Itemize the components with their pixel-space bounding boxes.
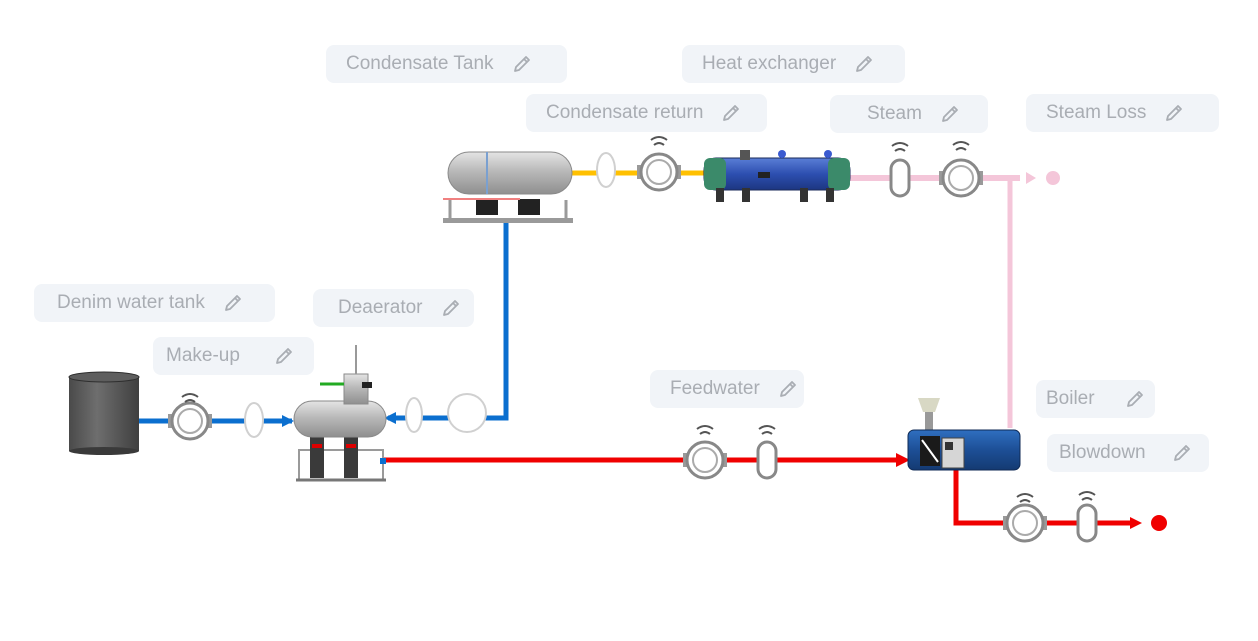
make-up-sight-glass (244, 402, 264, 438)
deaerator[interactable] (293, 345, 387, 482)
pencil-icon[interactable] (721, 103, 741, 123)
condensate-tank[interactable] (443, 151, 573, 223)
label-feedwater-text: Feedwater (670, 378, 760, 399)
pencil-icon[interactable] (854, 54, 874, 74)
pencil-icon[interactable] (778, 379, 798, 399)
blowdown-arrow (1130, 517, 1142, 529)
label-heat-exchanger-text: Heat exchanger (702, 53, 837, 74)
label-condensate-return[interactable]: Condensate return (526, 94, 767, 132)
pencil-icon[interactable] (1172, 443, 1192, 463)
label-make-up-text: Make-up (166, 345, 240, 366)
feedwater-sensor[interactable] (756, 425, 778, 480)
feedwater-flow-meter[interactable] (683, 425, 727, 480)
label-denim-water-tank-text: Denim water tank (57, 292, 205, 313)
condensate-drop-pipe (388, 222, 509, 421)
label-heat-exchanger[interactable]: Heat exchanger (682, 45, 905, 83)
blowdown-end-dot (1151, 515, 1167, 531)
deaerator-inlet-ghost-meter (447, 393, 487, 433)
make-up-flow-meter[interactable] (168, 393, 212, 441)
label-denim-water-tank[interactable]: Denim water tank (34, 284, 275, 322)
label-make-up[interactable]: Make-up (153, 337, 314, 375)
condensate-return-sight-glass (596, 152, 616, 188)
label-condensate-return-text: Condensate return (546, 102, 704, 123)
make-up-arrow (282, 415, 294, 427)
blowdown-sensor[interactable] (1076, 491, 1098, 543)
label-steam-loss-text: Steam Loss (1046, 102, 1147, 123)
pencil-icon[interactable] (274, 346, 294, 366)
label-condensate-tank-text: Condensate Tank (346, 53, 494, 74)
label-deaerator[interactable]: Deaerator (313, 289, 474, 327)
pencil-icon[interactable] (1125, 389, 1145, 409)
label-blowdown[interactable]: Blowdown (1047, 434, 1209, 472)
denim-water-tank[interactable] (68, 371, 140, 455)
deaerator-inlet-sight-glass (405, 397, 423, 433)
label-condensate-tank[interactable]: Condensate Tank (326, 45, 567, 83)
label-boiler[interactable]: Boiler (1036, 380, 1155, 418)
pencil-icon[interactable] (223, 293, 243, 313)
steam-sensor[interactable] (889, 142, 911, 198)
steam-loss-dot (1046, 171, 1060, 185)
condensate-drop-arrow (384, 412, 396, 424)
heat-exchanger[interactable] (703, 150, 851, 202)
label-steam-loss[interactable]: Steam Loss (1026, 94, 1219, 132)
pencil-icon[interactable] (1164, 103, 1184, 123)
blowdown-flow-meter[interactable] (1003, 493, 1047, 543)
pencil-icon[interactable] (512, 54, 532, 74)
boiler[interactable] (907, 398, 1021, 471)
label-feedwater[interactable]: Feedwater (650, 370, 804, 408)
label-steam-text: Steam (867, 103, 922, 124)
blowdown-pipe (953, 470, 1130, 526)
condensate-return-flow-meter[interactable] (637, 136, 681, 192)
steam-flow-meter[interactable] (939, 141, 983, 198)
pencil-icon[interactable] (441, 298, 461, 318)
steam-loss-arrow (1026, 172, 1036, 184)
feedwater-arrow (896, 453, 910, 467)
label-steam[interactable]: Steam (830, 95, 988, 133)
label-deaerator-text: Deaerator (338, 297, 423, 318)
label-blowdown-text: Blowdown (1059, 442, 1146, 463)
pencil-icon[interactable] (940, 104, 960, 124)
label-boiler-text: Boiler (1046, 388, 1095, 409)
